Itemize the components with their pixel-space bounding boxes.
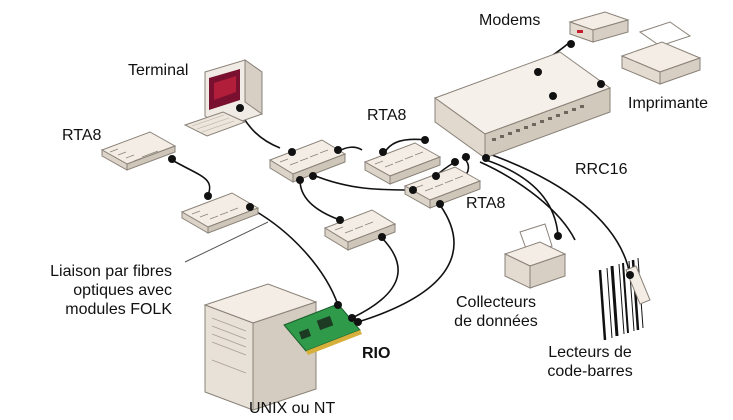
label-fibre-link: Liaison par fibres optiques avec modules… [0, 262, 172, 319]
terminal-screen-glare [214, 76, 236, 100]
cable-rta8left-down [171, 159, 211, 196]
terminal-monitor-side [244, 59, 263, 115]
rio-connector [306, 330, 362, 355]
rta8-module-left-lower [180, 192, 260, 234]
cable-rrc16-collecteur [485, 159, 559, 236]
label-modems: Modems [479, 12, 541, 29]
label-unix-nt: UNIX ou NT [249, 400, 336, 417]
collecteurs-line-1: Collecteurs [455, 294, 537, 311]
cable-rta8right-rio [357, 204, 455, 323]
printer-side [659, 57, 701, 85]
cable-hub-bottom-module [299, 179, 341, 221]
rio-chip-2 [298, 328, 312, 340]
lecteurs-line-2: code-barres [547, 363, 633, 380]
fibre-link-line [184, 221, 269, 263]
data-collector-device [503, 223, 567, 289]
rrc16-side [484, 87, 611, 159]
cable-hub-rta8right [312, 174, 414, 191]
modem-led [577, 30, 583, 33]
label-terminal: Terminal [128, 62, 189, 79]
terminal-device [183, 59, 263, 137]
cable-bottom-module-rio [351, 237, 399, 319]
collecteurs-line-2: de données [454, 313, 538, 330]
terminal-keyboard [183, 111, 247, 137]
fibre-label-line-1: Liaison par fibres [50, 263, 172, 280]
modem-device [568, 11, 630, 43]
connector-dots [168, 40, 634, 326]
label-rio: RIO [362, 345, 391, 362]
modem-side [592, 19, 629, 43]
label-rta8-center: RTA8 [367, 107, 407, 124]
rrc16-device [433, 51, 612, 159]
fibre-label-line-2: optiques avec [73, 282, 172, 299]
label-rta8-left: RTA8 [62, 127, 102, 144]
cable-rrc16-extra [479, 161, 576, 241]
label-imprimante: Imprimante [628, 95, 709, 112]
terminal-keyboard-keys [191, 114, 235, 133]
lecteurs-line-1: Lecteurs de [548, 344, 632, 361]
cable-rrc16-barcode [491, 154, 631, 276]
collector-side [529, 253, 566, 289]
cables [171, 41, 631, 323]
cable-rrc16-rta8center [384, 138, 426, 153]
rrc16-ports [492, 105, 584, 141]
rio-card [283, 303, 362, 355]
label-rrc16: RRC16 [575, 161, 628, 178]
printer-device [620, 21, 702, 85]
cable-left-module-rio [249, 207, 339, 306]
server-tower [203, 283, 318, 411]
printer-paper [638, 21, 692, 47]
rta8-module-center [363, 142, 442, 185]
label-lecteurs: Lecteurs de code-barres [530, 343, 650, 381]
fibre-label-line-3: modules FOLK [65, 301, 172, 318]
rio-chip [316, 315, 334, 331]
server-front [204, 304, 254, 411]
label-collecteurs: Collecteurs de données [436, 293, 556, 331]
hub-module [268, 139, 347, 183]
rta8-module-left [100, 131, 177, 171]
label-rta8-right: RTA8 [466, 195, 506, 212]
rta8-module-bottom [323, 209, 397, 251]
